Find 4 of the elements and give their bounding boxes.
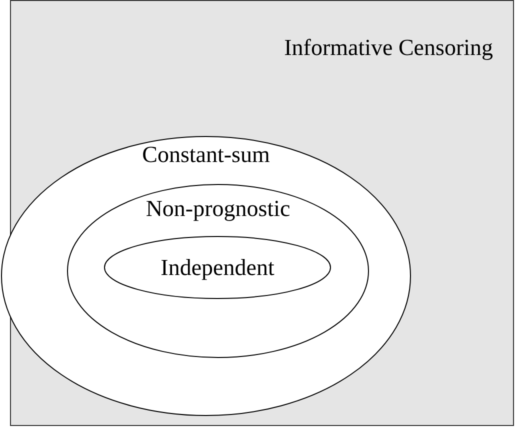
region-label: Informative Censoring [284,35,493,61]
region-label: Non-prognostic [146,196,290,222]
region-label: Independent [160,254,274,280]
region-label: Constant-sum [142,142,270,168]
